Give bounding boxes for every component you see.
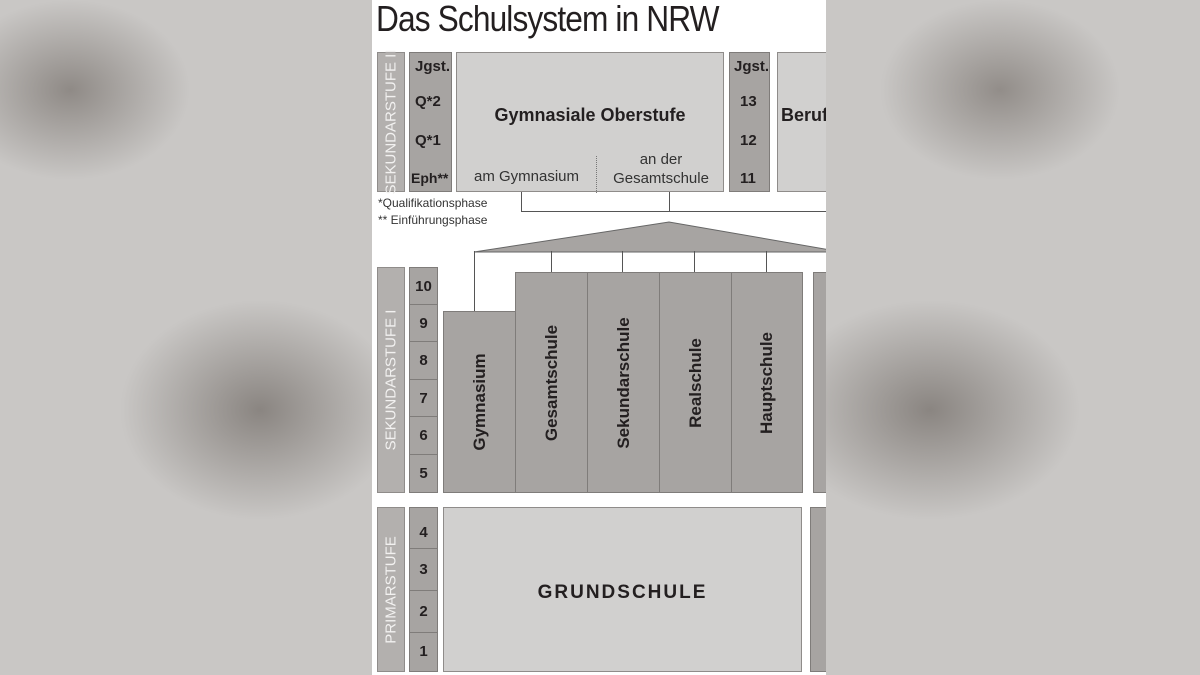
- hauptschule-box: Hauptschule: [731, 272, 803, 493]
- primar-label-text: PRIMARSTUFE: [382, 535, 400, 644]
- sek1-label: SEKUNDARSTUFE I: [377, 267, 405, 493]
- connector: [622, 251, 623, 272]
- connector: [521, 192, 522, 212]
- hauptschule-label: Hauptschule: [757, 331, 776, 434]
- jgst-header: Jgst.: [415, 58, 451, 75]
- grade-11: 11: [740, 170, 756, 187]
- gymnasium-box: Gymnasium: [443, 311, 516, 493]
- gymnasiale-oberstufe-box: Gymnasiale Oberstufe am Gymnasium an der…: [456, 52, 724, 193]
- grade-1: 1: [419, 643, 428, 660]
- partial-box: [813, 272, 826, 493]
- grade-3: 3: [410, 549, 437, 591]
- grade-10: 10: [410, 268, 437, 305]
- grade-2: 2: [410, 591, 437, 633]
- sekundarschule-box: Sekundarschule: [587, 272, 660, 493]
- grade-eph: Eph**: [411, 170, 449, 186]
- grade-9: 9: [410, 305, 437, 342]
- connector: [766, 251, 767, 272]
- am-gymnasium: am Gymnasium: [473, 168, 580, 185]
- sek2-grade-column: Jgst. Q*2 Q*1 Eph**: [409, 52, 452, 192]
- oberstufe-title: Gymnasiale Oberstufe: [494, 105, 686, 125]
- sek1-label-text: SEKUNDARSTUFE I: [382, 309, 400, 451]
- grade-7: 7: [410, 380, 437, 417]
- realschule-label: Realschule: [685, 337, 705, 428]
- gymnasium-label: Gymnasium: [469, 353, 489, 451]
- grade-8: 8: [410, 342, 437, 380]
- grade-6: 6: [410, 417, 437, 455]
- connector: [474, 251, 475, 311]
- primar-label: PRIMARSTUFE: [377, 507, 405, 672]
- right-grade-column: Jgst. 13 12 11: [729, 52, 770, 192]
- grade-4: 4: [410, 508, 437, 549]
- divider: [596, 156, 597, 193]
- grundschule-box: GRUNDSCHULE: [443, 507, 802, 672]
- connector: [521, 211, 826, 212]
- diagram-panel: Das Schulsystem in NRW SEKUNDARSTUFE II …: [372, 0, 826, 675]
- grade-12: 12: [740, 132, 757, 149]
- grade-q2: Q*2: [415, 93, 441, 110]
- grade-5: 5: [419, 465, 428, 482]
- footnote-q: *Qualifikationsphase: [378, 196, 488, 210]
- partial-box: [810, 507, 826, 672]
- connector: [551, 251, 552, 272]
- gesamtschule-label: Gesamtschule: [541, 324, 561, 441]
- sekundarschule-label: Sekundarschule: [613, 316, 633, 449]
- sek2-label-text: SEKUNDARSTUFE II: [382, 49, 400, 195]
- sek1-grade-column: 10 9 8 7 6 5: [409, 267, 438, 493]
- an-der-label: an der: [639, 151, 683, 168]
- sek2-label: SEKUNDARSTUFE II: [377, 49, 405, 195]
- berufskolleg-box: Beruf: [777, 52, 826, 192]
- gesamtschule-box: Gesamtschule: [515, 272, 588, 493]
- roof-triangle: [473, 221, 826, 253]
- realschule-box: Realschule: [659, 272, 732, 493]
- connector: [669, 192, 670, 212]
- primar-grade-column: 4 3 2 1: [409, 507, 438, 672]
- right-jgst-header: Jgst.: [734, 58, 770, 75]
- connector: [694, 251, 695, 272]
- grade-13: 13: [740, 93, 757, 110]
- page-title: Das Schulsystem in NRW: [376, 0, 720, 39]
- footnote-e: ** Einführungsphase: [378, 213, 488, 227]
- beruf-label: Beruf: [781, 105, 826, 125]
- gesamtschule-label: Gesamtschule: [613, 170, 709, 187]
- grade-q1: Q*1: [415, 132, 441, 149]
- grundschule-label: GRUNDSCHULE: [537, 582, 708, 603]
